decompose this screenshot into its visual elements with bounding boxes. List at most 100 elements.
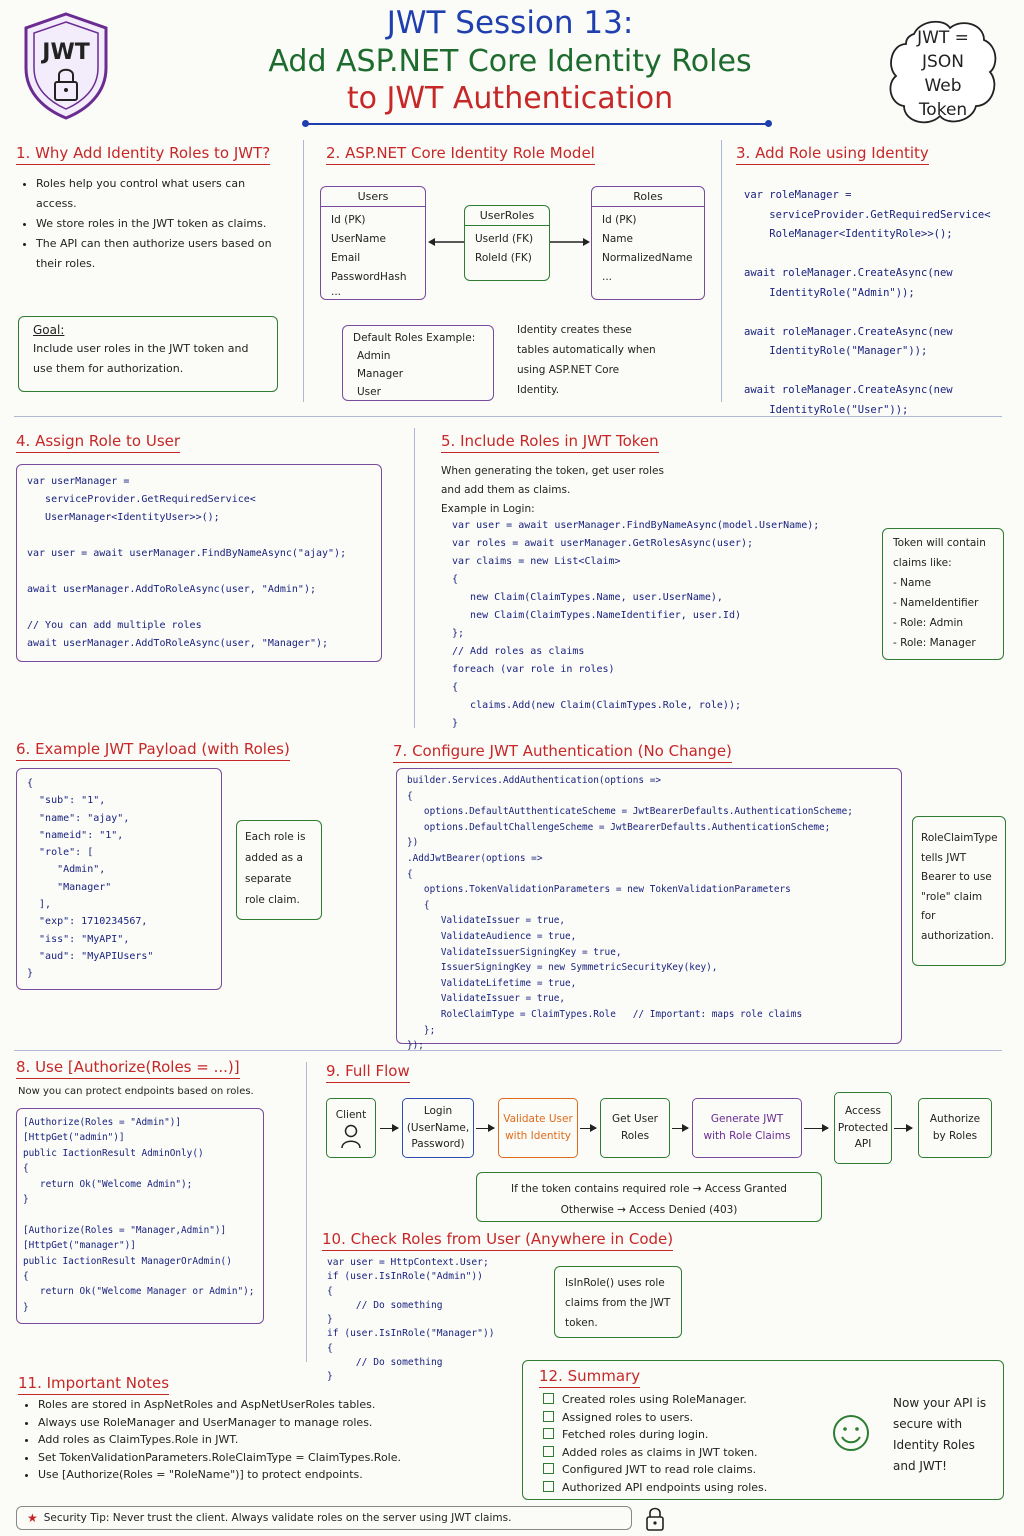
title-underline	[306, 123, 770, 125]
table-row: Id (PK)	[602, 214, 637, 226]
summary-check-item: Added roles as claims in JWT token.	[543, 1444, 767, 1462]
section-8-title: 8. Use [Authorize(Roles = ...)]	[16, 1058, 240, 1079]
cloud-line-4: Token	[918, 100, 968, 120]
smiley-icon	[833, 1415, 869, 1451]
table-row: Name	[602, 233, 633, 245]
list-item: Roles are stored in AspNetRoles and AspN…	[38, 1396, 500, 1414]
list-item: Set TokenValidationParameters.RoleClaimT…	[38, 1449, 500, 1467]
star-icon: ★	[27, 1511, 38, 1525]
users-table-header: Users	[321, 187, 425, 207]
list-item: Use [Authorize(Roles = "RoleName")] to p…	[38, 1466, 500, 1484]
flow-step-label: Access Protected API	[837, 1104, 889, 1151]
isinrole-note: IsInRole() uses role claims from the JWT…	[565, 1277, 671, 1329]
table-row: UserName	[331, 233, 386, 245]
list-item: Manager	[357, 368, 404, 380]
checkbox-icon	[543, 1463, 554, 1474]
role-claim-note: Each role is added as a separate role cl…	[245, 831, 306, 906]
code-box-authorize: [Authorize(Roles = "Admin")] [HttpGet("a…	[16, 1108, 264, 1324]
roles-table: Roles Id (PK) Name NormalizedName ...	[591, 186, 705, 300]
badge-label: JWT	[42, 40, 90, 65]
role-claim-note-box: Each role is added as a separate role cl…	[236, 820, 322, 920]
flow-step-login: Login (UserName, Password)	[402, 1098, 474, 1158]
code-add-roles: var roleManager = serviceProvider.GetReq…	[744, 189, 991, 416]
cloud-line-3: Web	[924, 76, 962, 96]
title-line-2: Add ASP.NET Core Identity Roles	[268, 43, 752, 79]
flow-step-label: Client	[335, 1108, 367, 1121]
token-claims-box: Token will contain claims like: - Name -…	[882, 528, 1004, 660]
list-item: - Role: Admin	[893, 617, 964, 629]
role-claim-type-note-box: RoleClaimType tells JWT Bearer to use "r…	[912, 816, 1006, 966]
summary-check-item: Created roles using RoleManager.	[543, 1391, 767, 1409]
cloud-line-1: JWT =	[917, 28, 969, 48]
flow-step-get-roles: Get User Roles	[600, 1098, 670, 1158]
table-row: ...	[331, 286, 342, 298]
code-box-configure: builder.Services.AddAuthentication(optio…	[396, 768, 902, 1051]
list-item: User	[357, 386, 381, 398]
summary-box: 12. Summary Created roles using RoleMana…	[522, 1360, 1004, 1500]
security-tip-box: ★ Security Tip: Never trust the client. …	[16, 1506, 632, 1530]
flow-result-granted: If the token contains required role → Ac…	[511, 1183, 787, 1195]
summary-check-item: Fetched roles during login.	[543, 1426, 767, 1444]
list-item: Admin	[357, 350, 391, 362]
flow-step-label: Validate User with Identity	[503, 1113, 573, 1142]
divider	[14, 416, 1002, 417]
divider	[721, 140, 722, 402]
table-row: NormalizedName	[602, 252, 693, 264]
list-item: - NameIdentifier	[893, 597, 979, 609]
checkbox-icon	[543, 1410, 554, 1422]
flow-step-label: Authorize by Roles	[929, 1113, 981, 1142]
cloud-line-2: JSON	[922, 52, 964, 72]
divider	[303, 140, 304, 402]
goal-label: Goal:	[33, 323, 65, 337]
table-row: UserId (FK)	[475, 233, 534, 245]
section-5-intro: When generating the token, get user role…	[441, 465, 664, 496]
roles-table-header: Roles	[592, 187, 704, 207]
section-4-title: 4. Assign Role to User	[16, 432, 181, 453]
divider	[306, 1062, 307, 1362]
section-11-bullets: Roles are stored in AspNetRoles and AspN…	[20, 1396, 500, 1484]
section-5-title: 5. Include Roles in JWT Token	[441, 432, 659, 453]
checkbox-icon	[543, 1480, 554, 1492]
flow-arrow	[804, 1124, 829, 1132]
section-9-title: 9. Full Flow	[326, 1062, 410, 1083]
flow-step-label: Get User Roles	[612, 1113, 658, 1142]
relation-arrows	[428, 238, 590, 246]
goal-box: Goal: Include user roles in the JWT toke…	[18, 316, 278, 392]
list-item: - Name	[893, 577, 932, 589]
lock-icon	[646, 1507, 664, 1531]
title-underline-dot-right	[765, 120, 772, 127]
flow-step-client: Client	[326, 1098, 376, 1158]
table-row: PasswordHash	[331, 271, 407, 283]
code-assign-role: var userManager = serviceProvider.GetReq…	[27, 476, 347, 649]
checkbox-icon	[543, 1428, 554, 1439]
list-item: We store roles in the JWT token as claim…	[36, 214, 280, 234]
identity-note: Identity creates these tables automatica…	[517, 324, 656, 396]
list-item: Add roles as ClaimTypes.Role in JWT.	[38, 1431, 500, 1449]
token-claims-header: Token will contain claims like:	[893, 537, 986, 569]
code-box-assign-role: var userManager = serviceProvider.GetReq…	[16, 464, 382, 662]
table-row: Email	[331, 252, 361, 264]
jwt-cloud: JWT = JSON Web Token	[884, 14, 1002, 130]
table-row: RoleId (FK)	[475, 252, 532, 264]
divider	[14, 1050, 1002, 1051]
isinrole-note-box: IsInRole() uses role claims from the JWT…	[554, 1266, 682, 1338]
flow-arrow	[580, 1124, 597, 1132]
section-3-title: 3. Add Role using Identity	[736, 144, 929, 165]
flow-step-generate: Generate JWT with Role Claims	[692, 1098, 802, 1158]
section-6-title: 6. Example JWT Payload (with Roles)	[16, 740, 290, 761]
section-7-title: 7. Configure JWT Authentication (No Chan…	[393, 742, 732, 763]
role-claim-type-note: RoleClaimType tells JWT Bearer to use "r…	[921, 832, 998, 942]
default-roles-box: Default Roles Example: Admin Manager Use…	[342, 325, 494, 401]
code-box-payload: { "sub": "1", "name": "ajay", "nameid": …	[16, 768, 222, 990]
section-10-title: 10. Check Roles from User (Anywhere in C…	[322, 1230, 674, 1251]
users-table: Users Id (PK) UserName Email PasswordHas…	[320, 186, 426, 300]
summary-note: Now your API is secure with Identity Rol…	[893, 1396, 987, 1473]
flow-arrow	[476, 1124, 495, 1132]
code-check-roles: var user = HttpContext.User; if (user.Is…	[327, 1257, 495, 1383]
title-line-1: JWT Session 13:	[386, 5, 634, 41]
code-jwt-payload: { "sub": "1", "name": "ajay", "nameid": …	[27, 778, 154, 980]
section-2-title: 2. ASP.NET Core Identity Role Model	[326, 144, 595, 165]
list-item: Always use RoleManager and UserManager t…	[38, 1414, 500, 1432]
summary-check-item: Configured JWT to read role claims.	[543, 1461, 767, 1479]
userroles-table: UserRoles UserId (FK) RoleId (FK)	[464, 205, 550, 281]
